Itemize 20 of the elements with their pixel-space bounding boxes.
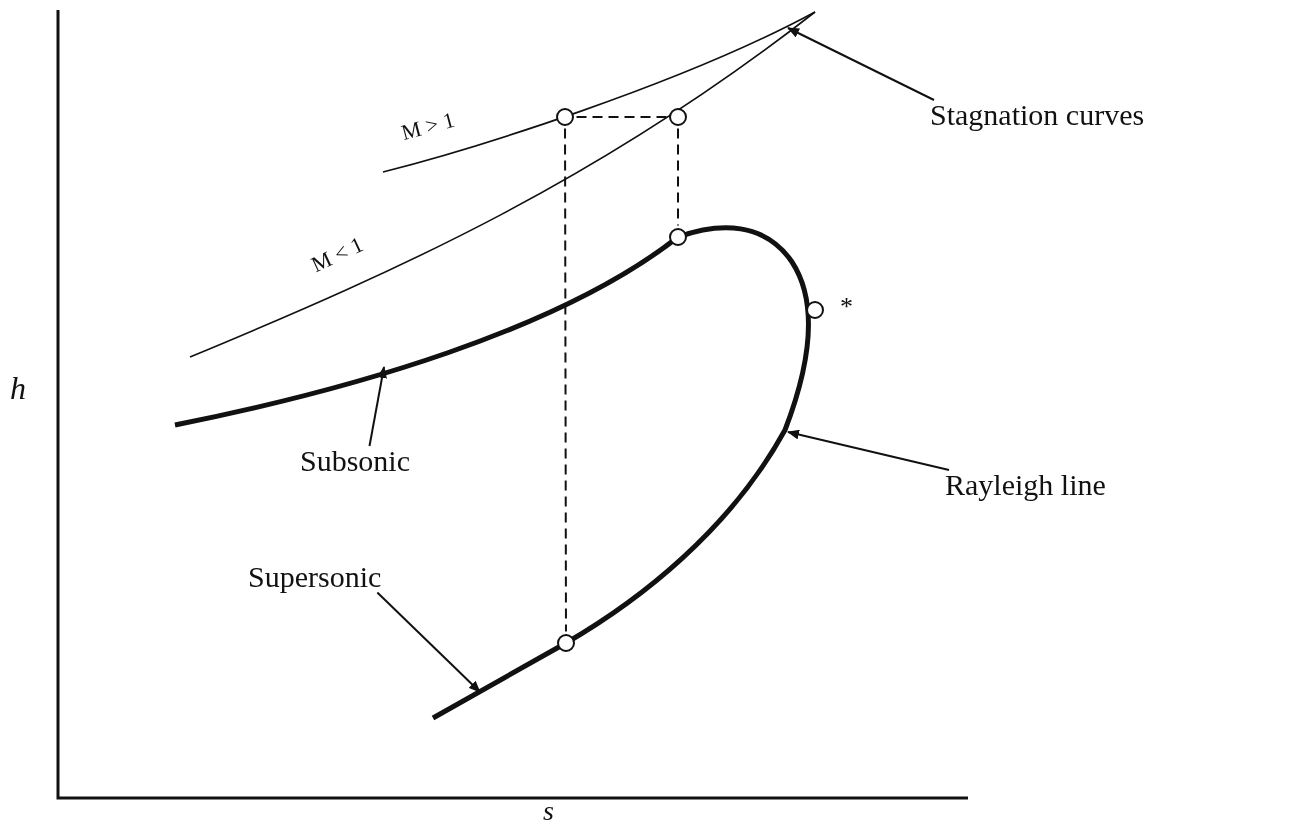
state-point xyxy=(556,633,575,652)
mach-label: M < 1 xyxy=(307,231,367,278)
leader-line xyxy=(787,27,935,101)
state-point xyxy=(668,107,687,126)
leader-line xyxy=(368,366,387,447)
curve-label: Stagnation curves xyxy=(930,98,1145,133)
dashed-line xyxy=(677,127,679,227)
leader-line xyxy=(376,591,481,693)
dashed-line xyxy=(564,127,567,633)
point-mark: * xyxy=(840,292,853,322)
curve-label: Supersonic xyxy=(248,560,382,595)
dashed-line xyxy=(575,116,668,118)
mach-label: M > 1 xyxy=(398,106,458,146)
axis-label: s xyxy=(543,795,554,828)
leader-line xyxy=(787,429,950,471)
axis-label: h xyxy=(10,370,26,407)
curve-label: Subsonic xyxy=(300,444,410,479)
state-point xyxy=(668,227,687,246)
state-point xyxy=(555,107,574,126)
curve-label: Rayleigh line xyxy=(945,468,1106,503)
